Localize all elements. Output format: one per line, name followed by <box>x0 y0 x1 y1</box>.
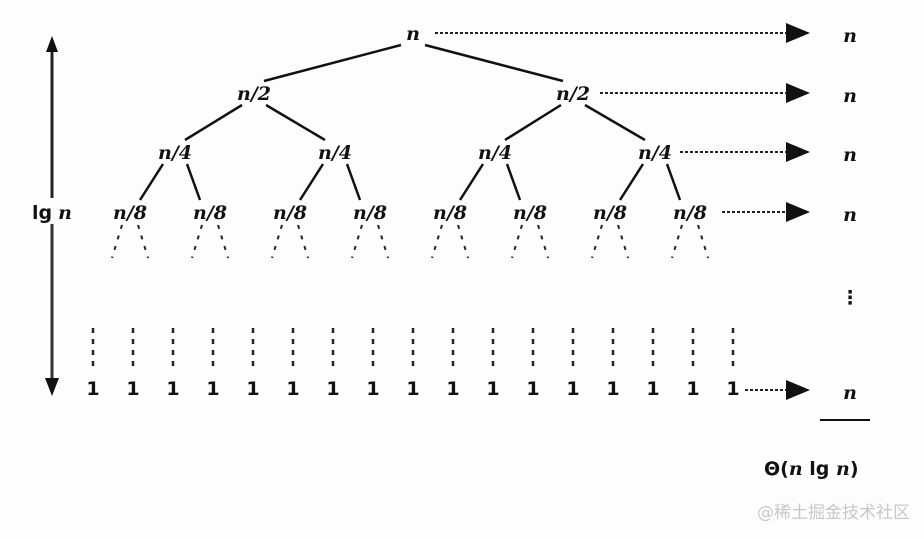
leaf-node: 1 <box>486 378 499 400</box>
tree-edge <box>584 103 646 142</box>
height-label-n: n <box>58 202 72 224</box>
tree-node: n/8 <box>353 202 387 224</box>
dashed-edge <box>457 224 469 259</box>
dashed-edge <box>111 224 123 259</box>
level-cost: n <box>843 25 857 47</box>
leaf-node: 1 <box>726 378 739 400</box>
tree-edge <box>505 163 522 201</box>
total-theta: Θ( <box>764 458 789 480</box>
leaf-node: 1 <box>126 378 139 400</box>
leaf-node: 1 <box>406 378 419 400</box>
total-close: ) <box>850 458 859 480</box>
tree-node: n/8 <box>193 202 227 224</box>
svg-text:lgn: lgn <box>32 202 72 224</box>
leaf-node: 1 <box>86 378 99 400</box>
dashed-edge <box>537 224 549 259</box>
tree-node: n/8 <box>593 202 627 224</box>
tree-edge <box>184 103 243 142</box>
dashed-edge <box>191 224 203 259</box>
dashed-edge <box>351 224 363 259</box>
dashed-edge <box>431 224 443 259</box>
leaf-node: 1 <box>286 378 299 400</box>
tree-node: n <box>406 23 420 45</box>
leaf-node: 1 <box>566 378 579 400</box>
tree-node: n/4 <box>318 142 352 164</box>
dashed-edge <box>617 224 629 259</box>
tree-node: n/2 <box>556 83 590 105</box>
tree-node: n/8 <box>513 202 547 224</box>
dashed-edge <box>511 224 523 259</box>
leaf-node: 1 <box>326 378 339 400</box>
tree-edge <box>665 163 682 201</box>
tree-edge <box>185 163 202 201</box>
level-cost: n <box>843 85 857 107</box>
level-cost: n <box>843 144 857 166</box>
tree-node: n/8 <box>433 202 467 224</box>
height-label-lg: lg <box>32 202 52 224</box>
tree-edge <box>298 163 325 201</box>
tree-edge <box>504 103 562 142</box>
dashed-edge <box>137 224 149 259</box>
leaf-node: 1 <box>446 378 459 400</box>
total-lg: lg <box>803 458 836 480</box>
tree-node: n/2 <box>237 83 271 105</box>
total-n: n <box>789 458 803 480</box>
level-cost: n <box>843 382 857 404</box>
tree-edge <box>263 43 402 83</box>
dashed-edge <box>297 224 309 259</box>
dashed-edge <box>377 224 389 259</box>
tree-edge <box>345 163 362 201</box>
cost-ellipsis: ⋮ <box>841 287 860 309</box>
leaf-node: 1 <box>526 378 539 400</box>
dashed-edge <box>271 224 283 259</box>
tree-node: n/8 <box>673 202 707 224</box>
leaf-node: 1 <box>166 378 179 400</box>
leaf-node: 1 <box>606 378 619 400</box>
tree-node: n/8 <box>113 202 147 224</box>
tree-edge <box>618 163 645 201</box>
leaf-node: 1 <box>646 378 659 400</box>
tree-edge <box>265 103 326 142</box>
tree-edge <box>424 43 564 83</box>
dashed-edge <box>217 224 229 259</box>
leaf-node: 1 <box>246 378 259 400</box>
tree-node: n/8 <box>273 202 307 224</box>
total-n2: n <box>836 458 850 480</box>
tree-node: n/4 <box>158 142 192 164</box>
leaf-node: 1 <box>206 378 219 400</box>
tree-edge <box>138 163 165 201</box>
leaf-node: 1 <box>366 378 379 400</box>
watermark: @稀土掘金技术社区 <box>757 503 910 523</box>
svg-text:Θ(n lg n): Θ(n lg n) <box>764 458 859 480</box>
tree-node: n/4 <box>478 142 512 164</box>
height-arrow-up-head <box>46 36 58 52</box>
dashed-edge <box>591 224 603 259</box>
height-arrow-down-head <box>45 378 59 396</box>
dashed-edge <box>671 224 683 259</box>
level-cost: n <box>843 204 857 226</box>
tree-edge <box>458 163 485 201</box>
tree-node: n/4 <box>638 142 672 164</box>
leaf-node: 1 <box>686 378 699 400</box>
dashed-edge <box>697 224 709 259</box>
